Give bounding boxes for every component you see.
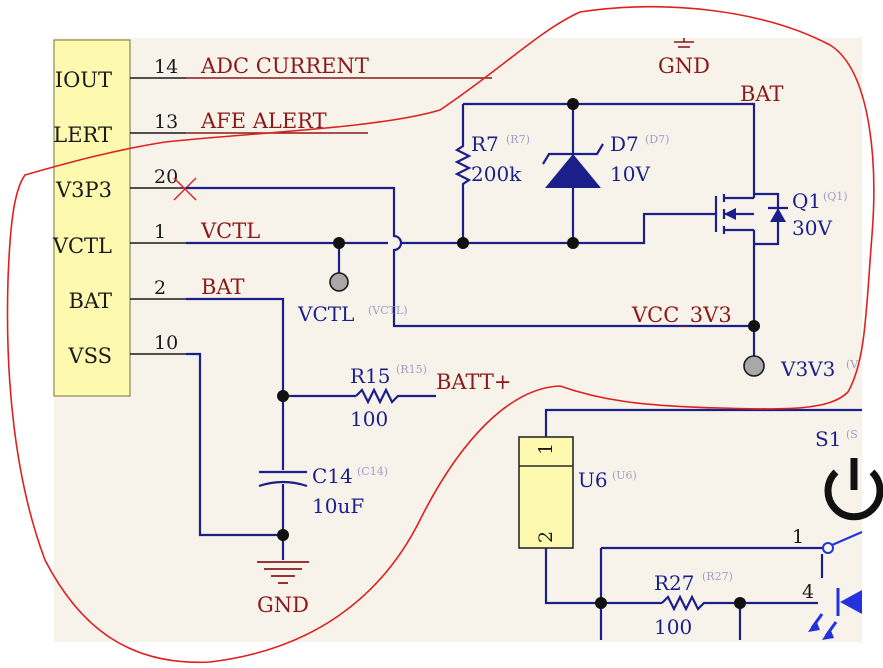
net-label-gnd-bottom: GND [257,593,309,617]
r7-value: 200k [471,162,522,186]
net-label-gnd-top: GND [658,54,710,78]
u6-pin1-number: 1 [535,443,557,455]
junction-dot [567,98,579,110]
sheet-background [54,38,862,642]
r15-designator: R15 [350,364,391,388]
r27-designator: R27 [654,571,695,595]
resistor-r15-icon [355,387,436,405]
r7-designator: R7 [471,132,499,156]
v3v3-port-label: V3V3 [780,357,835,381]
u6-ghost: (U6) [612,469,637,482]
gnd-bottom-icon [257,561,309,584]
pin-number-1: 1 [154,221,166,243]
junction-dot [457,237,469,249]
c14-designator: C14 [312,464,353,488]
r15-ghost: (R15) [396,363,427,376]
wire-u6-pin2 [544,548,662,605]
d7-value: 10V [610,162,650,186]
wire-bat-rail [463,102,756,194]
resistor-r27-icon [661,594,818,612]
wire-bat-to-c14 [186,297,285,470]
pin-name-bat: BAT [69,289,112,313]
s1-designator: S1 [815,427,841,451]
wire-vctl-right [400,212,716,245]
pin-number-13: 13 [154,111,178,133]
u6-designator: U6 [578,468,608,492]
r15-value: 100 [350,407,388,431]
junction-dot [734,597,746,609]
s1-pin1-number: 1 [792,526,804,548]
resistor-r7-icon [454,140,472,243]
power-button-icon [824,458,883,521]
pin-number-20: 20 [154,166,178,188]
net-label-batt-plus: BATT+ [436,370,511,394]
vctl-port-ghost: (VCTL) [368,304,408,317]
r27-value: 100 [654,615,692,639]
u6-pin2-number: 2 [535,531,557,543]
net-label-vcc-3v3: VCC_3V3 [631,303,732,327]
junction-dot [277,529,289,541]
net-label-bat: BAT [201,275,244,299]
q1-value: 30V [792,216,832,240]
r7-ghost: (R7) [506,133,530,146]
mosfet-q1-icon [714,192,788,326]
d7-designator: D7 [610,132,639,156]
junction-dot [595,597,607,609]
pin-number-10: 10 [154,332,178,354]
junction-dot [277,390,289,402]
pin-number-14: 14 [154,56,178,78]
s1-lever-icon [831,530,863,547]
pin-name-iout: IOUT [55,68,112,92]
q1-ghost: (Q1) [823,190,848,203]
s1-ghost: (S [846,428,858,441]
net-label-adc-current: ADC CURRENT [200,54,369,78]
v3v3-port-icon [743,355,765,377]
led-icon [808,588,862,640]
pin-name-lert: LERT [53,123,112,147]
q1-designator: Q1 [792,189,821,213]
annotation-outline [6,6,875,664]
pin-name-vctl: VCTL [52,234,112,258]
wire-vss-to-gnd [186,352,283,537]
capacitor-c14-icon [258,470,308,488]
c14-value: 10uF [312,494,364,518]
vctl-port-label: VCTL [297,302,354,326]
junction-dot [567,237,579,249]
s1-pin4-number: 4 [802,581,814,603]
net-label-vctl: VCTL [200,219,260,243]
junction-dot [748,320,760,332]
gnd-top-icon [674,38,694,48]
no-connect-marker [173,177,197,201]
net-label-afe-alert: AFE ALERT [200,109,327,133]
connector-header-box [53,39,131,397]
v3v3-port-ghost: (V [846,358,859,371]
net-label-bat-top: BAT [740,82,783,106]
pin-name-v3p3: V3P3 [55,178,112,202]
vctl-port-icon [329,272,349,292]
zener-d7-icon [542,143,604,188]
wire-u6-pin1 [544,408,862,437]
junction-dot [333,237,345,249]
pin-number-2: 2 [154,277,166,299]
d7-ghost: (D7) [645,133,669,146]
c14-ghost: (C14) [357,465,388,478]
s1-contact-icon [822,542,834,554]
pin-name-vss: VSS [67,344,112,368]
r27-ghost: (R27) [702,570,733,583]
